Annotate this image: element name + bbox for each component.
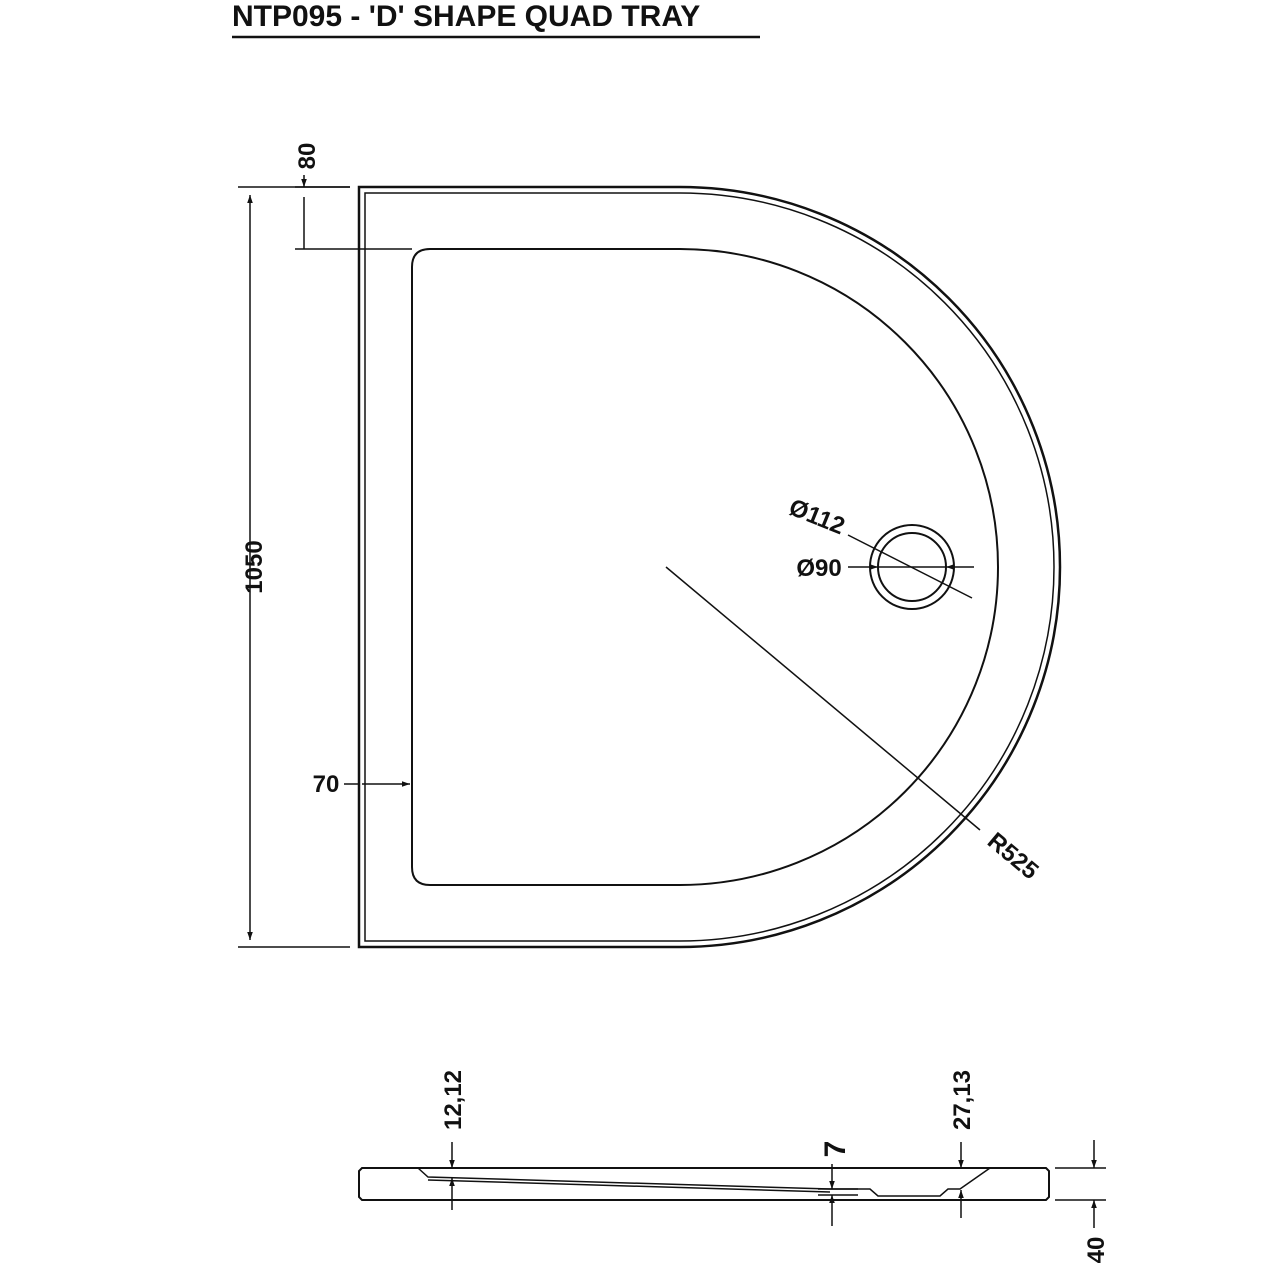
dim-profile-step — [818, 1164, 858, 1226]
tray-profile — [358, 1167, 1050, 1201]
dim-label-waste-outer: Ø112 — [785, 494, 848, 541]
dim-label-profile-step: 7 — [819, 1141, 852, 1158]
dim-label-profile-left-depth: 12,12 — [440, 1070, 467, 1130]
dim-label-overall-length: 1050 — [241, 540, 268, 593]
dim-label-radius: R525 — [982, 827, 1043, 885]
dim-label-top-rim: 80 — [294, 143, 321, 170]
drawing-title: NTP095 - 'D' SHAPE QUAD TRAY — [232, 0, 700, 33]
dim-label-side-rim: 70 — [313, 771, 340, 798]
dim-label-waste-inner: Ø90 — [796, 555, 841, 582]
dim-label-profile-right-depth: 27,13 — [949, 1070, 976, 1130]
dim-label-profile-height: 40 — [1083, 1237, 1110, 1264]
dim-radius-leader — [665, 566, 981, 831]
tray-outline — [357, 185, 1062, 949]
dim-top-rim — [295, 175, 412, 250]
tray-basin-outline — [411, 248, 999, 886]
dim-profile-height — [1055, 1140, 1106, 1228]
